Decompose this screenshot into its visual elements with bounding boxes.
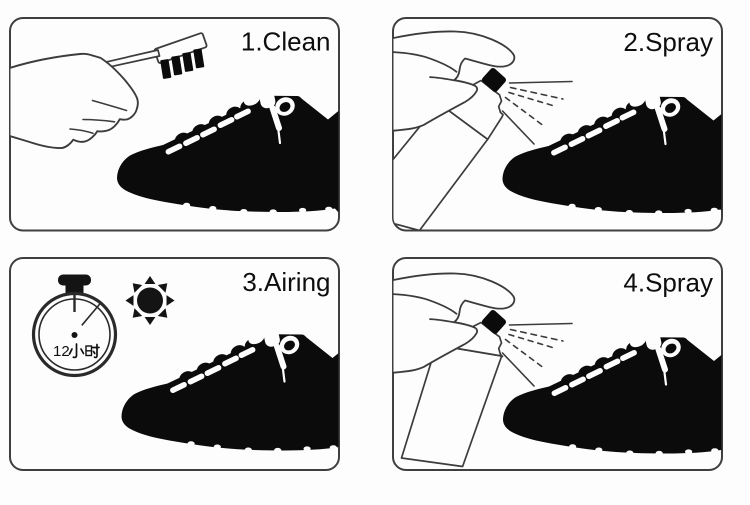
svg-text:3.Airing: 3.Airing: [242, 267, 330, 297]
svg-text:2.Spray: 2.Spray: [623, 27, 713, 57]
svg-text:12: 12: [53, 343, 70, 360]
svg-text:1.Clean: 1.Clean: [241, 27, 331, 57]
svg-text:4.Spray: 4.Spray: [623, 268, 713, 298]
